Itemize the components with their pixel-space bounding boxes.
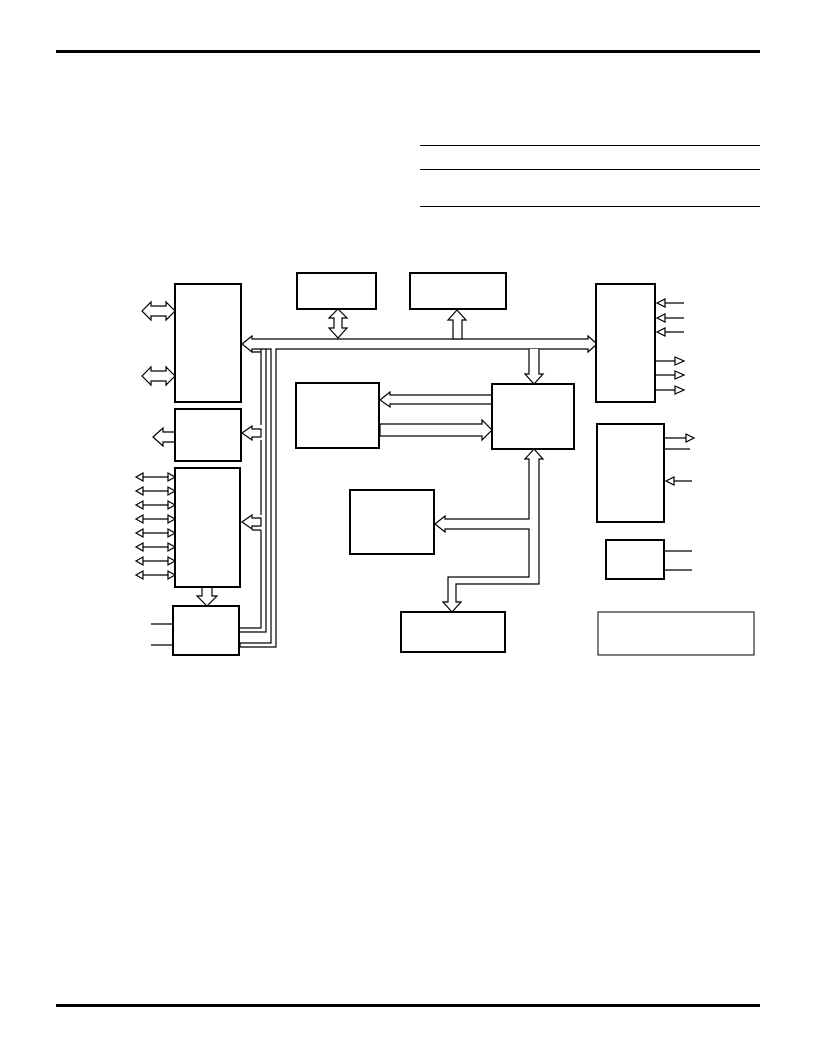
center-left-to-center-arrow xyxy=(379,418,493,442)
main-bus xyxy=(239,334,598,648)
left-top-block xyxy=(174,283,242,403)
left-bottom-input-lines xyxy=(151,623,173,646)
center-lower-block xyxy=(349,489,435,555)
title-rule-middle xyxy=(420,169,760,170)
bottom-center-block xyxy=(400,611,506,653)
left-top-io-arrow-2 xyxy=(141,365,176,387)
center-block xyxy=(491,383,575,450)
bus-to-top-block-1 xyxy=(327,308,349,339)
right-middle-lines xyxy=(664,433,696,486)
center-to-center-left-arrow xyxy=(378,390,493,409)
right-top-block xyxy=(595,283,656,403)
left-io-block xyxy=(174,467,241,588)
left-small-block xyxy=(174,408,242,462)
right-middle-block xyxy=(596,423,665,523)
bus-to-left-io-block xyxy=(240,513,262,531)
bus-rail-joint xyxy=(252,351,261,531)
left-io-to-left-bottom-arrow xyxy=(195,586,219,607)
title-rule-top xyxy=(420,145,760,146)
right-small-lines xyxy=(664,550,692,571)
header-rule xyxy=(56,50,760,53)
bus-to-top-block-2 xyxy=(446,309,468,340)
top-block-2 xyxy=(409,272,507,310)
right-bottom-box xyxy=(597,611,755,656)
left-bottom-block xyxy=(172,605,240,656)
right-top-output-lines xyxy=(656,356,686,395)
footer-rule xyxy=(56,1004,760,1007)
left-top-io-arrow-1 xyxy=(141,300,176,322)
right-small-block xyxy=(605,539,665,580)
bus-to-left-small-block xyxy=(240,424,262,442)
left-vertical-bus xyxy=(240,349,267,633)
center-left-block xyxy=(295,382,380,449)
title-rule-bottom xyxy=(420,206,760,207)
right-top-input-lines xyxy=(655,298,684,337)
left-small-output-arrow xyxy=(152,426,176,448)
top-block-1 xyxy=(296,272,377,310)
left-io-signal-lines xyxy=(134,471,177,581)
center-vertical-bus xyxy=(434,448,545,613)
bus-to-center-block xyxy=(523,349,545,385)
